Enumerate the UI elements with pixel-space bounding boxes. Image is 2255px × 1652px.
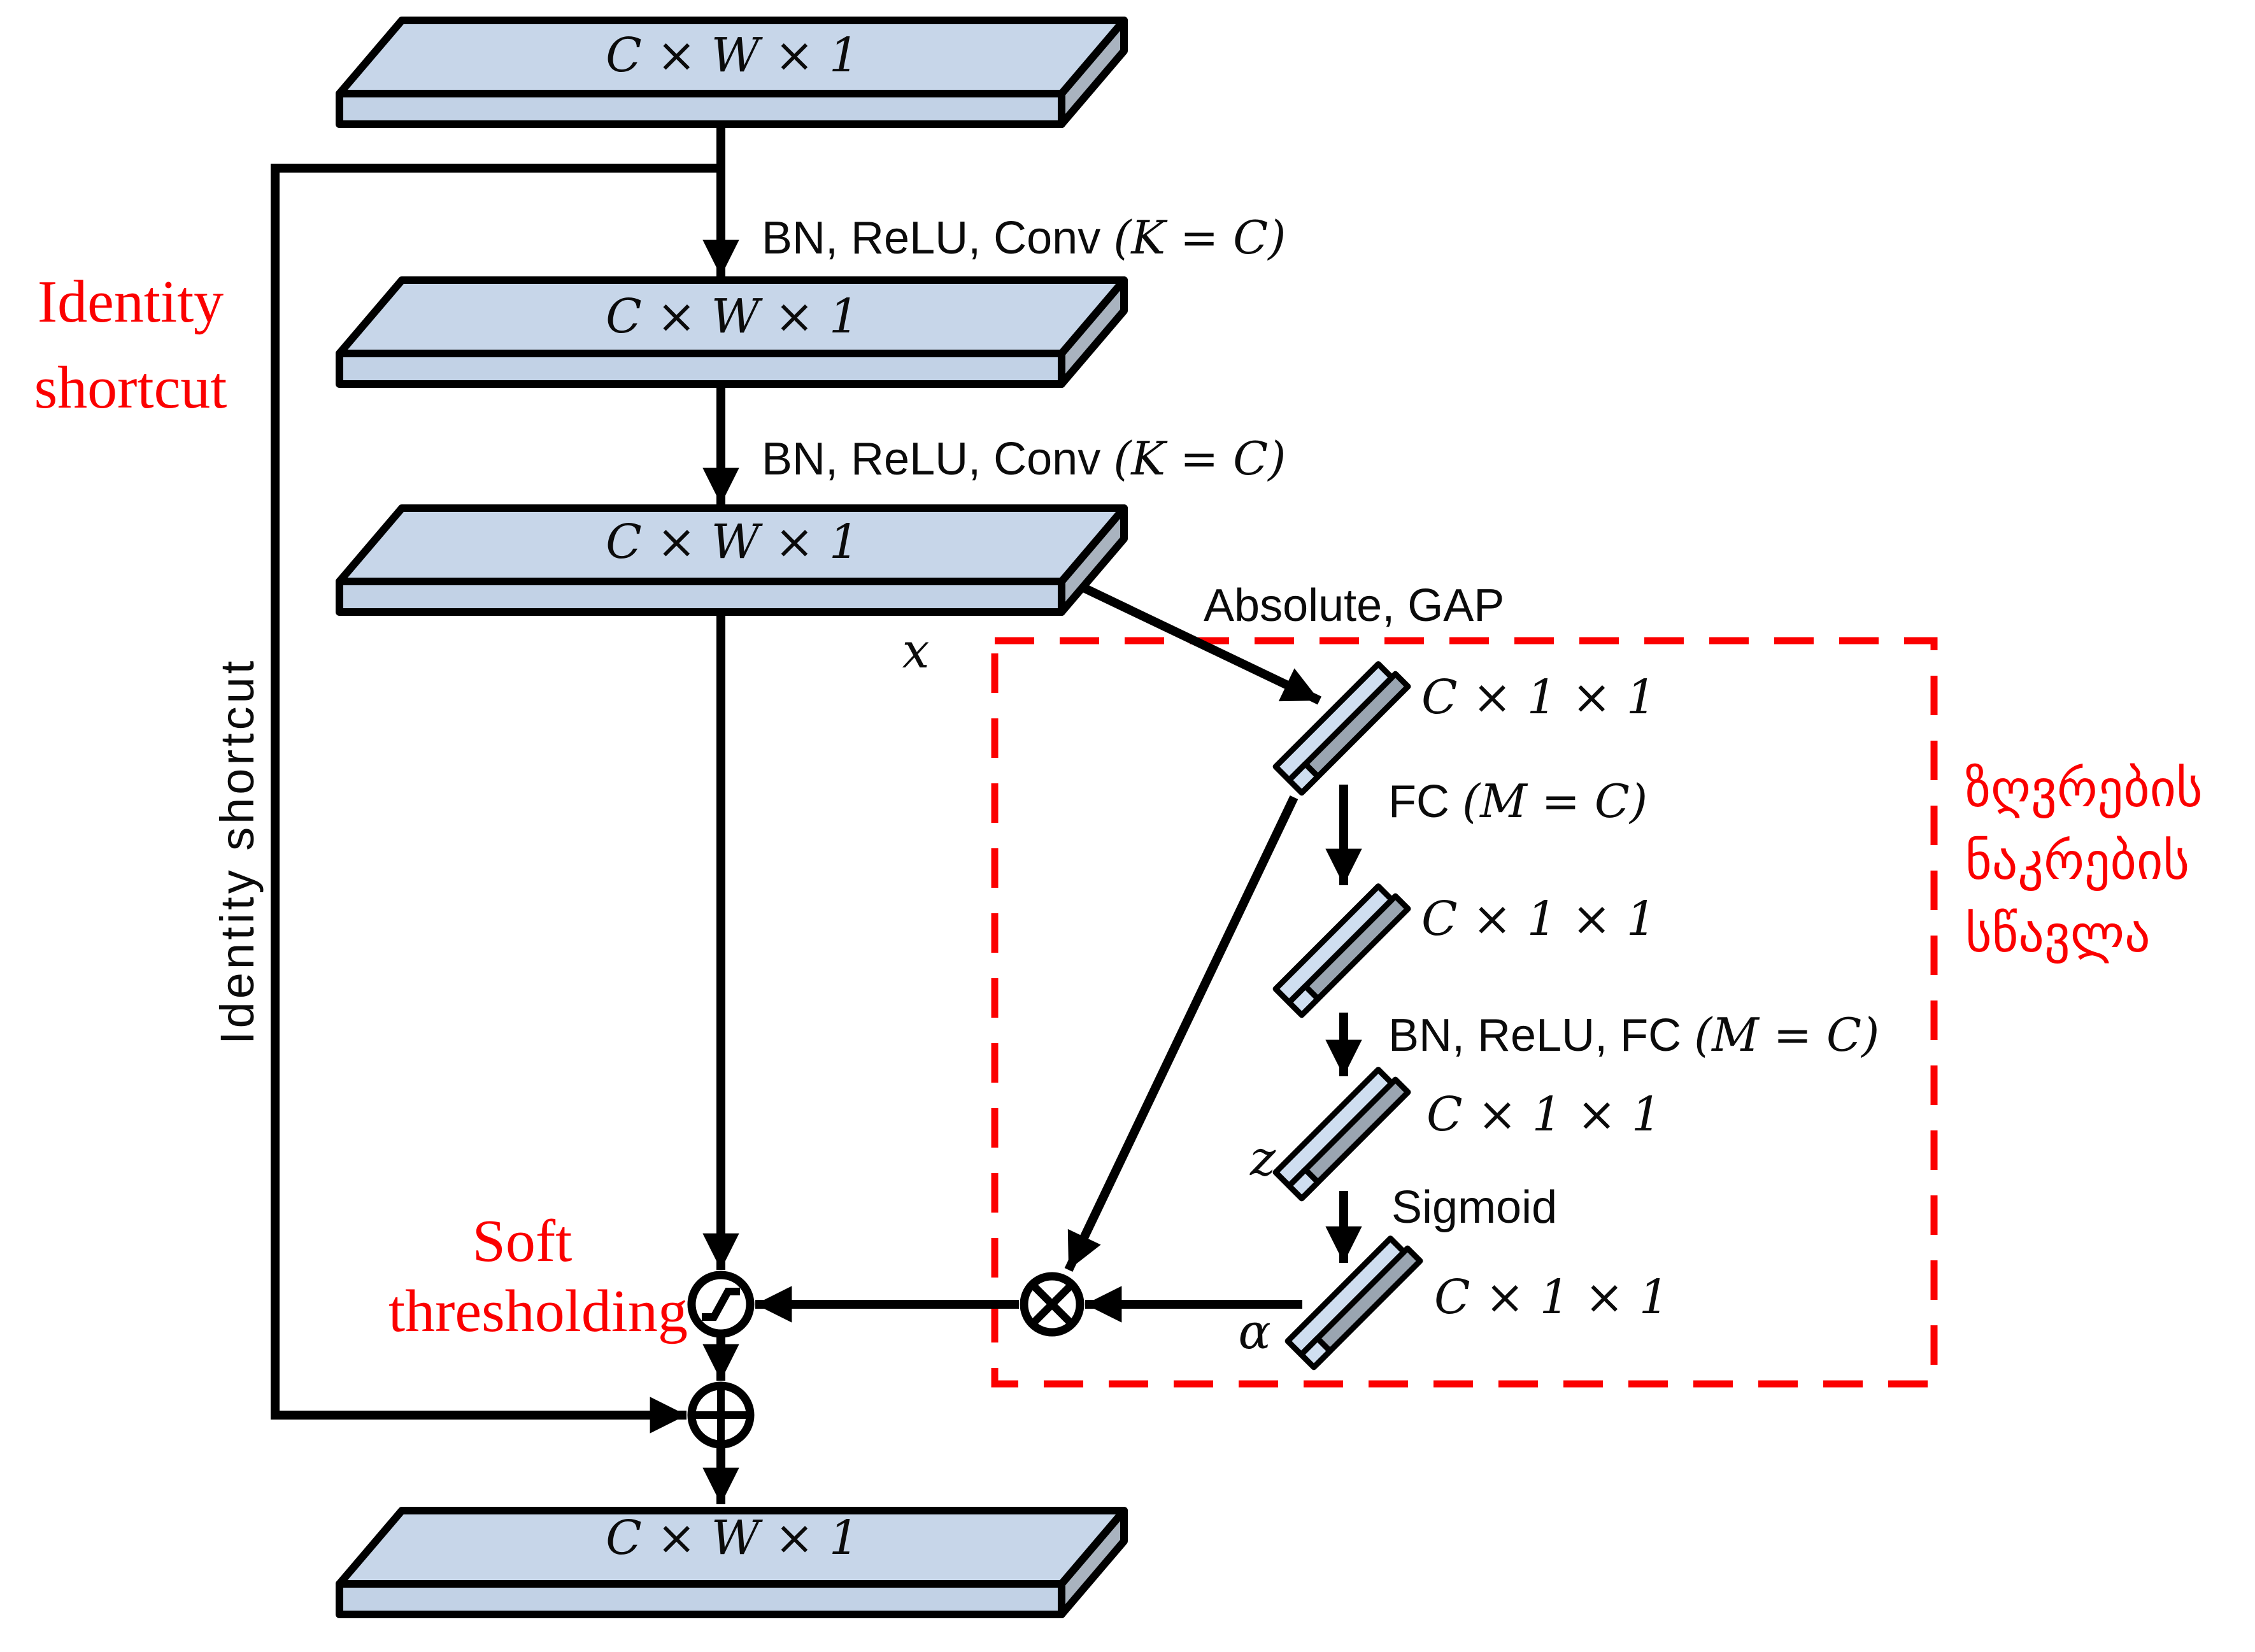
slab-front-face [336, 578, 1065, 616]
bar-end-face [1286, 983, 1321, 1018]
arrow-gap-to-multiply [1064, 795, 1298, 1272]
op-label-fc1: FC (M = C) [1388, 774, 1647, 828]
arrow-abs-gap [1071, 578, 1322, 705]
identity-shortcut-vertical-label: Identity shortcut [211, 658, 264, 1044]
op-label-conv2: BN, ReLU, Conv (K = C) [762, 432, 1286, 485]
bar-label-z: C × 1 × 1 [1426, 1087, 1661, 1142]
bar-label-gap: C × 1 × 1 [1421, 670, 1656, 725]
bar-top-face [1284, 1235, 1407, 1358]
op-label-conv1-text: BN, ReLU, Conv [762, 213, 1113, 264]
threshold-subnet-dashed-box [991, 637, 1938, 1388]
feature-map-slab-output [336, 1507, 1128, 1618]
multiply-x-icon [1030, 1283, 1074, 1326]
threshold-note-line3: სწავლა [1965, 904, 2151, 964]
op-label-fc1-text: FC [1388, 776, 1462, 827]
op-label-fc2-text: BN, ReLU, FC [1388, 1010, 1694, 1061]
op-label-conv1: BN, ReLU, Conv (K = C) [762, 211, 1286, 264]
bar-top-face [1272, 1067, 1395, 1189]
threshold-note-line1: ზღვრების [1965, 759, 2203, 818]
op-label-conv2-math: (K = C) [1113, 432, 1286, 485]
feature-map-slab-conv1-out [336, 276, 1128, 388]
vector-bar-z [1272, 1067, 1411, 1202]
slab-front-face [336, 1580, 1065, 1618]
op-label-abs-gap: Absolute, GAP [1204, 580, 1504, 631]
bar-label-alpha: C × 1 × 1 [1434, 1270, 1669, 1325]
soft-thresholding-label-line2: thresholding [388, 1278, 688, 1344]
identity-shortcut-label-line1: Identity [38, 269, 224, 335]
op-label-conv1-math: (K = C) [1113, 211, 1286, 264]
bar-end-face [1286, 1167, 1321, 1202]
bar-end-face [1286, 761, 1321, 796]
bar-top-face [1272, 661, 1395, 783]
vector-bar-alpha [1284, 1235, 1423, 1371]
op-label-fc2-math: (M = C) [1694, 1008, 1879, 1062]
soft-threshold-operator [687, 1271, 755, 1338]
threshold-note-line2: ნაკრების [1965, 832, 2189, 891]
slab-label-input: C × W × 1 [606, 28, 859, 83]
op-label-fc1-math: (M = C) [1462, 774, 1647, 828]
op-label-sigmoid: Sigmoid [1391, 1182, 1557, 1233]
bar-label-fc1: C × 1 × 1 [1421, 892, 1656, 946]
slab-front-face [336, 350, 1065, 388]
multiply-operator [1020, 1272, 1085, 1337]
var-label-x: x [902, 622, 930, 679]
identity-shortcut-label-line2: shortcut [34, 355, 227, 421]
var-label-z: z [1249, 1130, 1276, 1186]
feature-map-slab-conv2-out [336, 504, 1128, 616]
soft-thresholding-label-line1: Soft [473, 1208, 573, 1274]
op-label-fc2: BN, ReLU, FC (M = C) [1388, 1008, 1879, 1062]
slab-front-face [336, 90, 1065, 128]
slab-label-output: C × W × 1 [606, 1511, 859, 1565]
feature-map-slab-input [336, 17, 1128, 128]
op-label-conv2-text: BN, ReLU, Conv [762, 434, 1113, 485]
vector-bar-gap [1272, 661, 1411, 796]
soft-threshold-curve-icon [702, 1288, 740, 1321]
add-operator [687, 1381, 755, 1449]
slab-label-conv1: C × W × 1 [606, 289, 859, 344]
vector-bar-fc1-out [1272, 883, 1411, 1018]
bar-end-face [1298, 1335, 1334, 1371]
slab-label-conv2: C × W × 1 [606, 515, 859, 569]
identity-shortcut-path [271, 164, 721, 1434]
var-label-alpha: α [1238, 1303, 1270, 1360]
bar-top-face [1272, 883, 1395, 1006]
